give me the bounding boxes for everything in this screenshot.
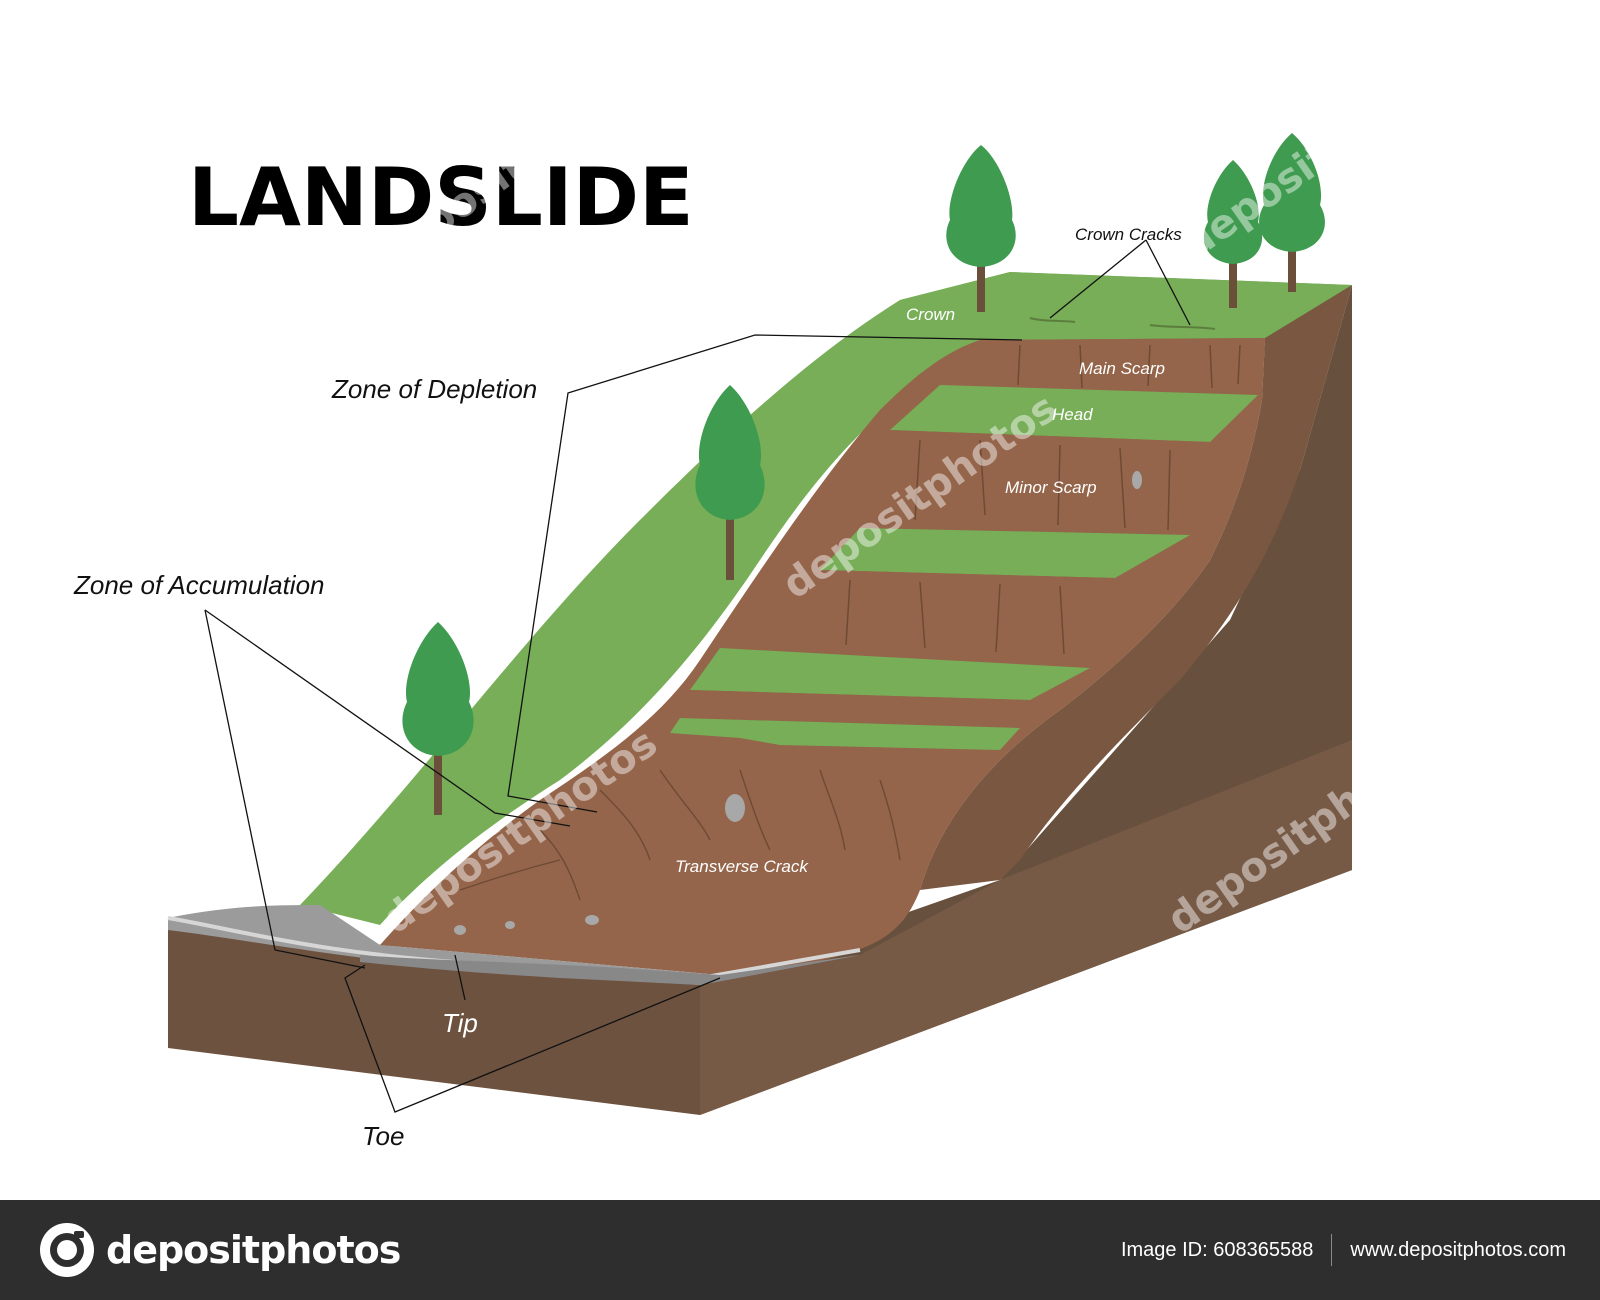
website-link[interactable]: www.depositphotos.com — [1350, 1238, 1566, 1261]
camera-logo-icon — [40, 1223, 94, 1277]
left-grass-slope — [300, 272, 1352, 925]
brand-logo[interactable]: depositphotos — [38, 1220, 401, 1280]
minor-scarp-texture — [914, 439, 1171, 531]
label-zone-of-depletion: Zone of Depletion — [331, 374, 537, 404]
crown-crack-marks — [1029, 317, 1216, 330]
road — [168, 905, 860, 985]
label-main-scarp: Main Scarp — [1079, 359, 1165, 378]
tree-icon — [1259, 133, 1325, 292]
diagram-canvas: LANDSLIDE — [73, 133, 1352, 1151]
main-scarp-face — [968, 338, 1265, 392]
label-toe: Toe — [362, 1121, 404, 1151]
main-scarp-texture — [1017, 344, 1241, 389]
tree-icon — [402, 622, 474, 815]
grass-step-3 — [690, 648, 1090, 700]
leader-lines — [204, 239, 1191, 1113]
tree-icon — [1203, 160, 1263, 308]
grass-step-4 — [670, 718, 1020, 750]
top-plateau — [900, 272, 1352, 340]
block-front-face — [168, 918, 700, 1115]
label-head: Head — [1052, 405, 1093, 424]
footer-bar: depositphotos Image ID: 608365588 www.de… — [0, 1200, 1600, 1300]
label-zone-of-accumulation: Zone of Accumulation — [73, 570, 325, 600]
label-minor-scarp: Minor Scarp — [1005, 478, 1097, 497]
grass-step-2 — [820, 528, 1190, 578]
scarp-3-texture — [845, 579, 1065, 655]
slide-side-scar — [920, 285, 1352, 890]
scarp-4-face — [680, 690, 1030, 728]
transverse-crack-texture — [459, 769, 901, 901]
footer-meta: Image ID: 608365588 www.depositphotos.co… — [1121, 1234, 1566, 1266]
brand-name: depositphotos — [106, 1228, 401, 1272]
debris-rocks — [374, 471, 1142, 972]
tree-icon — [946, 145, 1016, 312]
label-tip: Tip — [442, 1008, 478, 1038]
base-side-face — [700, 740, 1352, 1115]
toe-debris — [360, 955, 860, 985]
label-transverse-crack: Transverse Crack — [675, 857, 809, 876]
image-id: Image ID: 608365588 — [1120, 1238, 1314, 1261]
footer-divider — [1331, 1234, 1333, 1266]
minor-scarp-face — [870, 430, 1210, 535]
head-step — [890, 385, 1258, 442]
diagram-title: LANDSLIDE — [188, 151, 694, 244]
label-crown-cracks: Crown Cracks — [1075, 225, 1182, 244]
scarp-3-face — [780, 570, 1115, 660]
label-crown: Crown — [906, 305, 955, 324]
tree-icon — [695, 385, 765, 580]
